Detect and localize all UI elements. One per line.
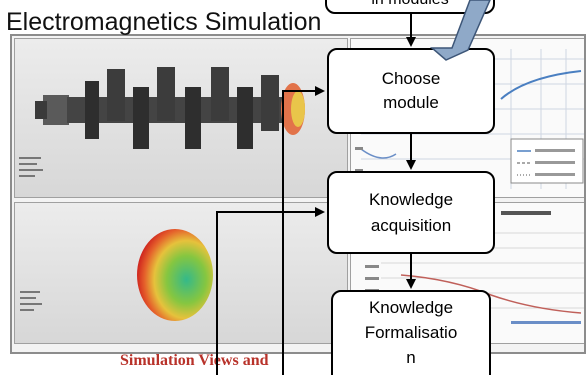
- knowledge-acquisition-label-line1: Knowledge: [368, 189, 454, 209]
- simulation-screenshot: [10, 34, 586, 354]
- sphere-view-panel: [14, 202, 348, 344]
- screenshot-caption: Simulation Views and: [120, 352, 269, 369]
- choose-module-node: Choose module: [327, 48, 495, 134]
- knowledge-formalisation-label-line2: Formalisatio: [364, 323, 458, 342]
- knowledge-acquisition-node: Knowledge acquisition: [327, 171, 495, 254]
- knowledge-formalisation-label-line1: Knowledge: [368, 298, 454, 317]
- modules-node-label: in modules: [371, 0, 448, 8]
- crankshaft-view-panel: [14, 38, 348, 198]
- sphere-image: [20, 229, 213, 321]
- choose-module-label-line1: Choose: [381, 69, 441, 88]
- diagram-title: Electromagnetics Simulation: [6, 8, 322, 36]
- modules-node: in modules: [325, 0, 495, 14]
- knowledge-formalisation-label-line3: n: [406, 348, 416, 367]
- knowledge-acquisition-label-line2: acquisition: [370, 215, 452, 235]
- knowledge-formalisation-node: Knowledge Formalisatio n: [331, 290, 491, 375]
- choose-module-label-line2: module: [383, 93, 439, 112]
- crankshaft-image: [19, 67, 305, 177]
